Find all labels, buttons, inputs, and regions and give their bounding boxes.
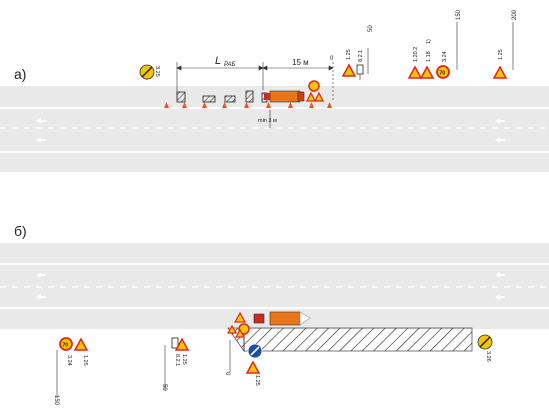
dist-50-label: 50: [368, 25, 374, 32]
cone-icon: [164, 102, 332, 108]
vehicle-warning-sign-icon: [306, 80, 324, 102]
keep-right-sign-icon: [247, 343, 263, 359]
work-zone-hatch: [243, 327, 473, 352]
sign-group-50: [341, 48, 369, 80]
dist-150-b-label: 150: [53, 395, 59, 406]
panel-b-label: б): [14, 223, 27, 239]
dist-150-label: 150: [456, 9, 462, 20]
vehicle-warning-sign-icon: [226, 311, 250, 338]
lane-arrow-icon: [36, 272, 505, 300]
work-zone-length-sub: РАБ: [224, 62, 236, 68]
sign-125b-label: 1.25: [498, 49, 504, 60]
end-restriction-sign-icon: [139, 64, 155, 80]
sign-118-note: 1): [426, 39, 432, 44]
sign-1-label: 1.25: [254, 375, 260, 386]
sign-325-label: 3.25: [154, 66, 160, 77]
sign-125b-b-label: 1.25: [181, 354, 187, 365]
warning-sign-1-icon: [245, 360, 261, 374]
sign-821-label: 8.2.1: [358, 50, 364, 62]
sign-118-label: 1.18: [426, 51, 432, 62]
work-vehicle-icon: [264, 90, 305, 103]
panel-a: а): [0, 9, 549, 172]
lane-arrow-icon: [36, 118, 505, 143]
sign-125-label: 1.25: [346, 49, 352, 60]
sign-group-50-b: [164, 337, 190, 390]
dim-15m-label: 15 м: [292, 58, 309, 67]
work-zone-length-label: L: [215, 55, 221, 67]
speed-limit-a: 70: [440, 71, 446, 77]
sign-group-150: 70: [407, 22, 458, 79]
panel-b: б): [0, 223, 549, 406]
sign-326-label: 3.26: [485, 351, 491, 362]
min-gap-label: min 3 м: [258, 118, 277, 124]
dist-200-label: 200: [512, 9, 518, 20]
barrier-blocks: [176, 90, 268, 103]
sign-1202-label: 1.20.2: [413, 47, 419, 62]
dimension-line: [176, 62, 334, 100]
panel-a-label: а): [14, 66, 26, 82]
dist-50-b-label: 50: [161, 384, 167, 391]
dim-zero-label: 0: [330, 56, 334, 62]
end-restriction-sign-icon: [477, 334, 493, 350]
sign-324-label: 3.24: [442, 51, 448, 62]
work-vehicle-icon: [253, 311, 311, 326]
sign-324-b-label: 3.24: [66, 355, 72, 366]
sign-821-b-label: 8.2.1: [174, 354, 180, 366]
sign-group-150-b: 70: [56, 337, 89, 398]
dist-zero-b-label: 0: [224, 372, 230, 376]
speed-limit-b: 70: [63, 343, 69, 349]
sign-125-b-label: 1.25: [82, 355, 88, 366]
sign-group-200: [492, 22, 514, 79]
